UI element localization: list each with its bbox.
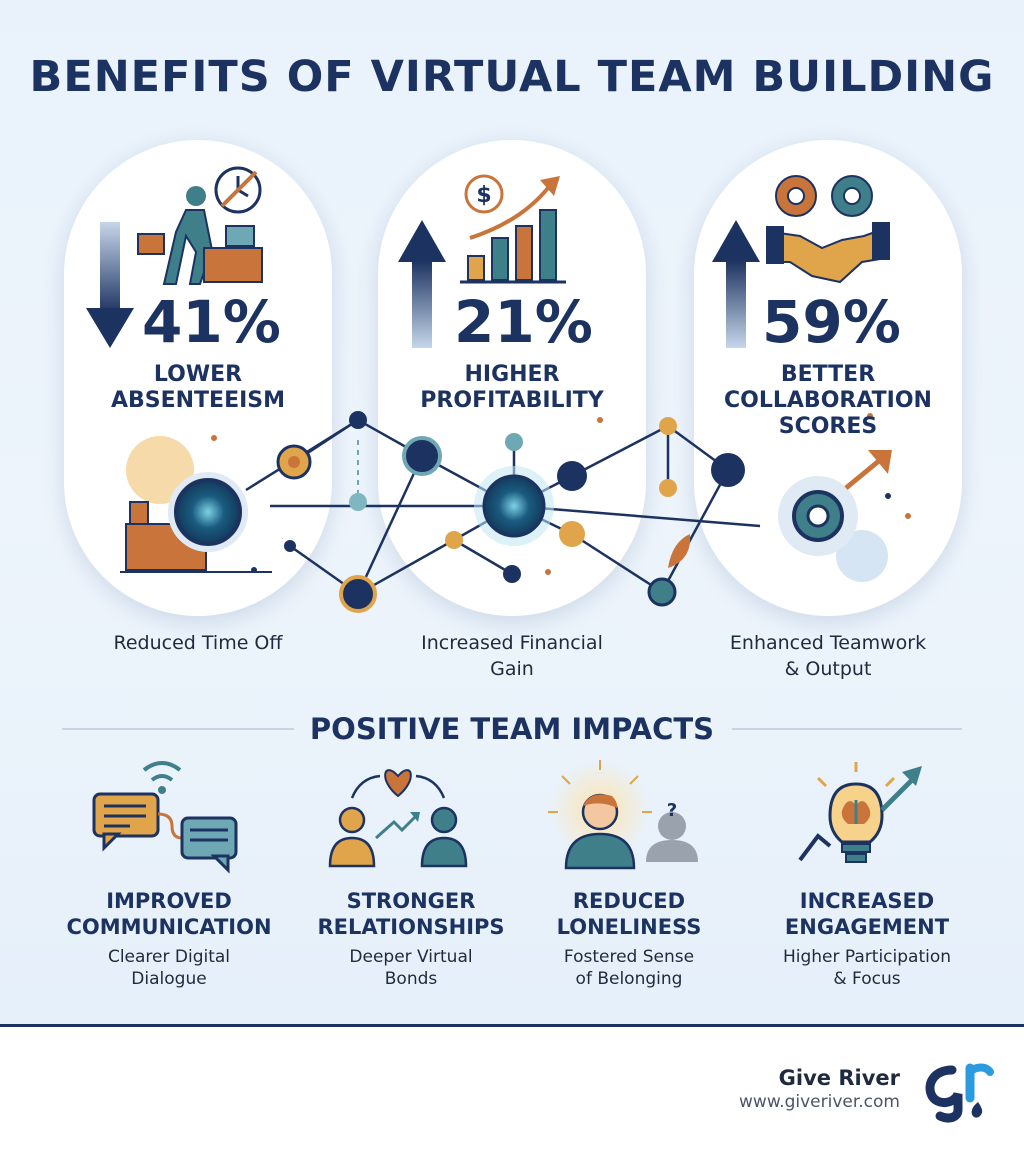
section-divider-right bbox=[732, 728, 962, 730]
illustration-layer: $ bbox=[86, 166, 922, 874]
lightbulb-brain-icon bbox=[798, 762, 922, 863]
desk-lens-icon bbox=[120, 436, 272, 573]
network-nodes bbox=[211, 411, 911, 613]
stat-caption-collaboration: Enhanced Teamwork & Output bbox=[729, 632, 927, 680]
stat-caption-absenteeism: Reduced Time Off bbox=[113, 632, 283, 654]
gear-trend-icon bbox=[778, 450, 892, 582]
give-river-logo-icon bbox=[925, 1063, 994, 1123]
handshake-gears-icon bbox=[766, 175, 890, 284]
stat-value-profitability: 21% bbox=[454, 288, 593, 356]
rising-bar-chart-dollar-icon: $ bbox=[460, 174, 566, 284]
stat-value-collaboration: 59% bbox=[762, 288, 901, 356]
stat-label-absenteeism: LOWER ABSENTEEISM bbox=[110, 362, 286, 413]
brand-url: www.giveriver.com bbox=[739, 1092, 900, 1112]
stat-label-collaboration: BETTER COLLABORATION SCORES bbox=[724, 362, 932, 439]
down-arrow-icon bbox=[86, 222, 134, 348]
impact-title-communication: IMPROVED COMMUNICATION bbox=[66, 889, 272, 939]
brand-name: Give River bbox=[778, 1066, 900, 1090]
stat-label-profitability: HIGHER PROFITABILITY bbox=[420, 362, 604, 413]
main-title: BENEFITS OF VIRTUAL TEAM BUILDING bbox=[29, 52, 995, 102]
person-leaving-desk-icon bbox=[137, 166, 263, 285]
chat-bubbles-wifi-icon bbox=[92, 761, 238, 874]
svg-text:$: $ bbox=[476, 183, 491, 208]
person-glow-icon: ? bbox=[548, 760, 698, 870]
impact-title-relationships: STRONGER RELATIONSHIPS bbox=[317, 889, 505, 939]
stat-caption-profitability: Increased Financial Gain bbox=[421, 632, 603, 680]
impact-title-loneliness: REDUCED LONELINESS bbox=[556, 889, 702, 939]
infographic-panel: BENEFITS OF VIRTUAL TEAM BUILDING bbox=[0, 0, 1024, 1026]
section-divider-left bbox=[62, 728, 294, 730]
footer-divider bbox=[0, 1024, 1024, 1027]
impact-title-engagement: INCREASED ENGAGEMENT bbox=[784, 889, 950, 939]
impact-desc-relationships: Deeper Virtual Bonds bbox=[349, 947, 473, 989]
impact-desc-loneliness: Fostered Sense of Belonging bbox=[563, 947, 695, 989]
up-arrow-icon bbox=[712, 220, 760, 348]
up-arrow-icon bbox=[398, 220, 446, 348]
stat-value-absenteeism: 41% bbox=[142, 288, 281, 356]
people-heart-icon bbox=[328, 769, 468, 868]
section-title: POSITIVE TEAM IMPACTS bbox=[309, 712, 715, 746]
impact-desc-engagement: Higher Participation & Focus bbox=[782, 947, 952, 989]
impact-desc-communication: Clearer Digital Dialogue bbox=[107, 947, 231, 989]
svg-text:?: ? bbox=[667, 800, 677, 821]
